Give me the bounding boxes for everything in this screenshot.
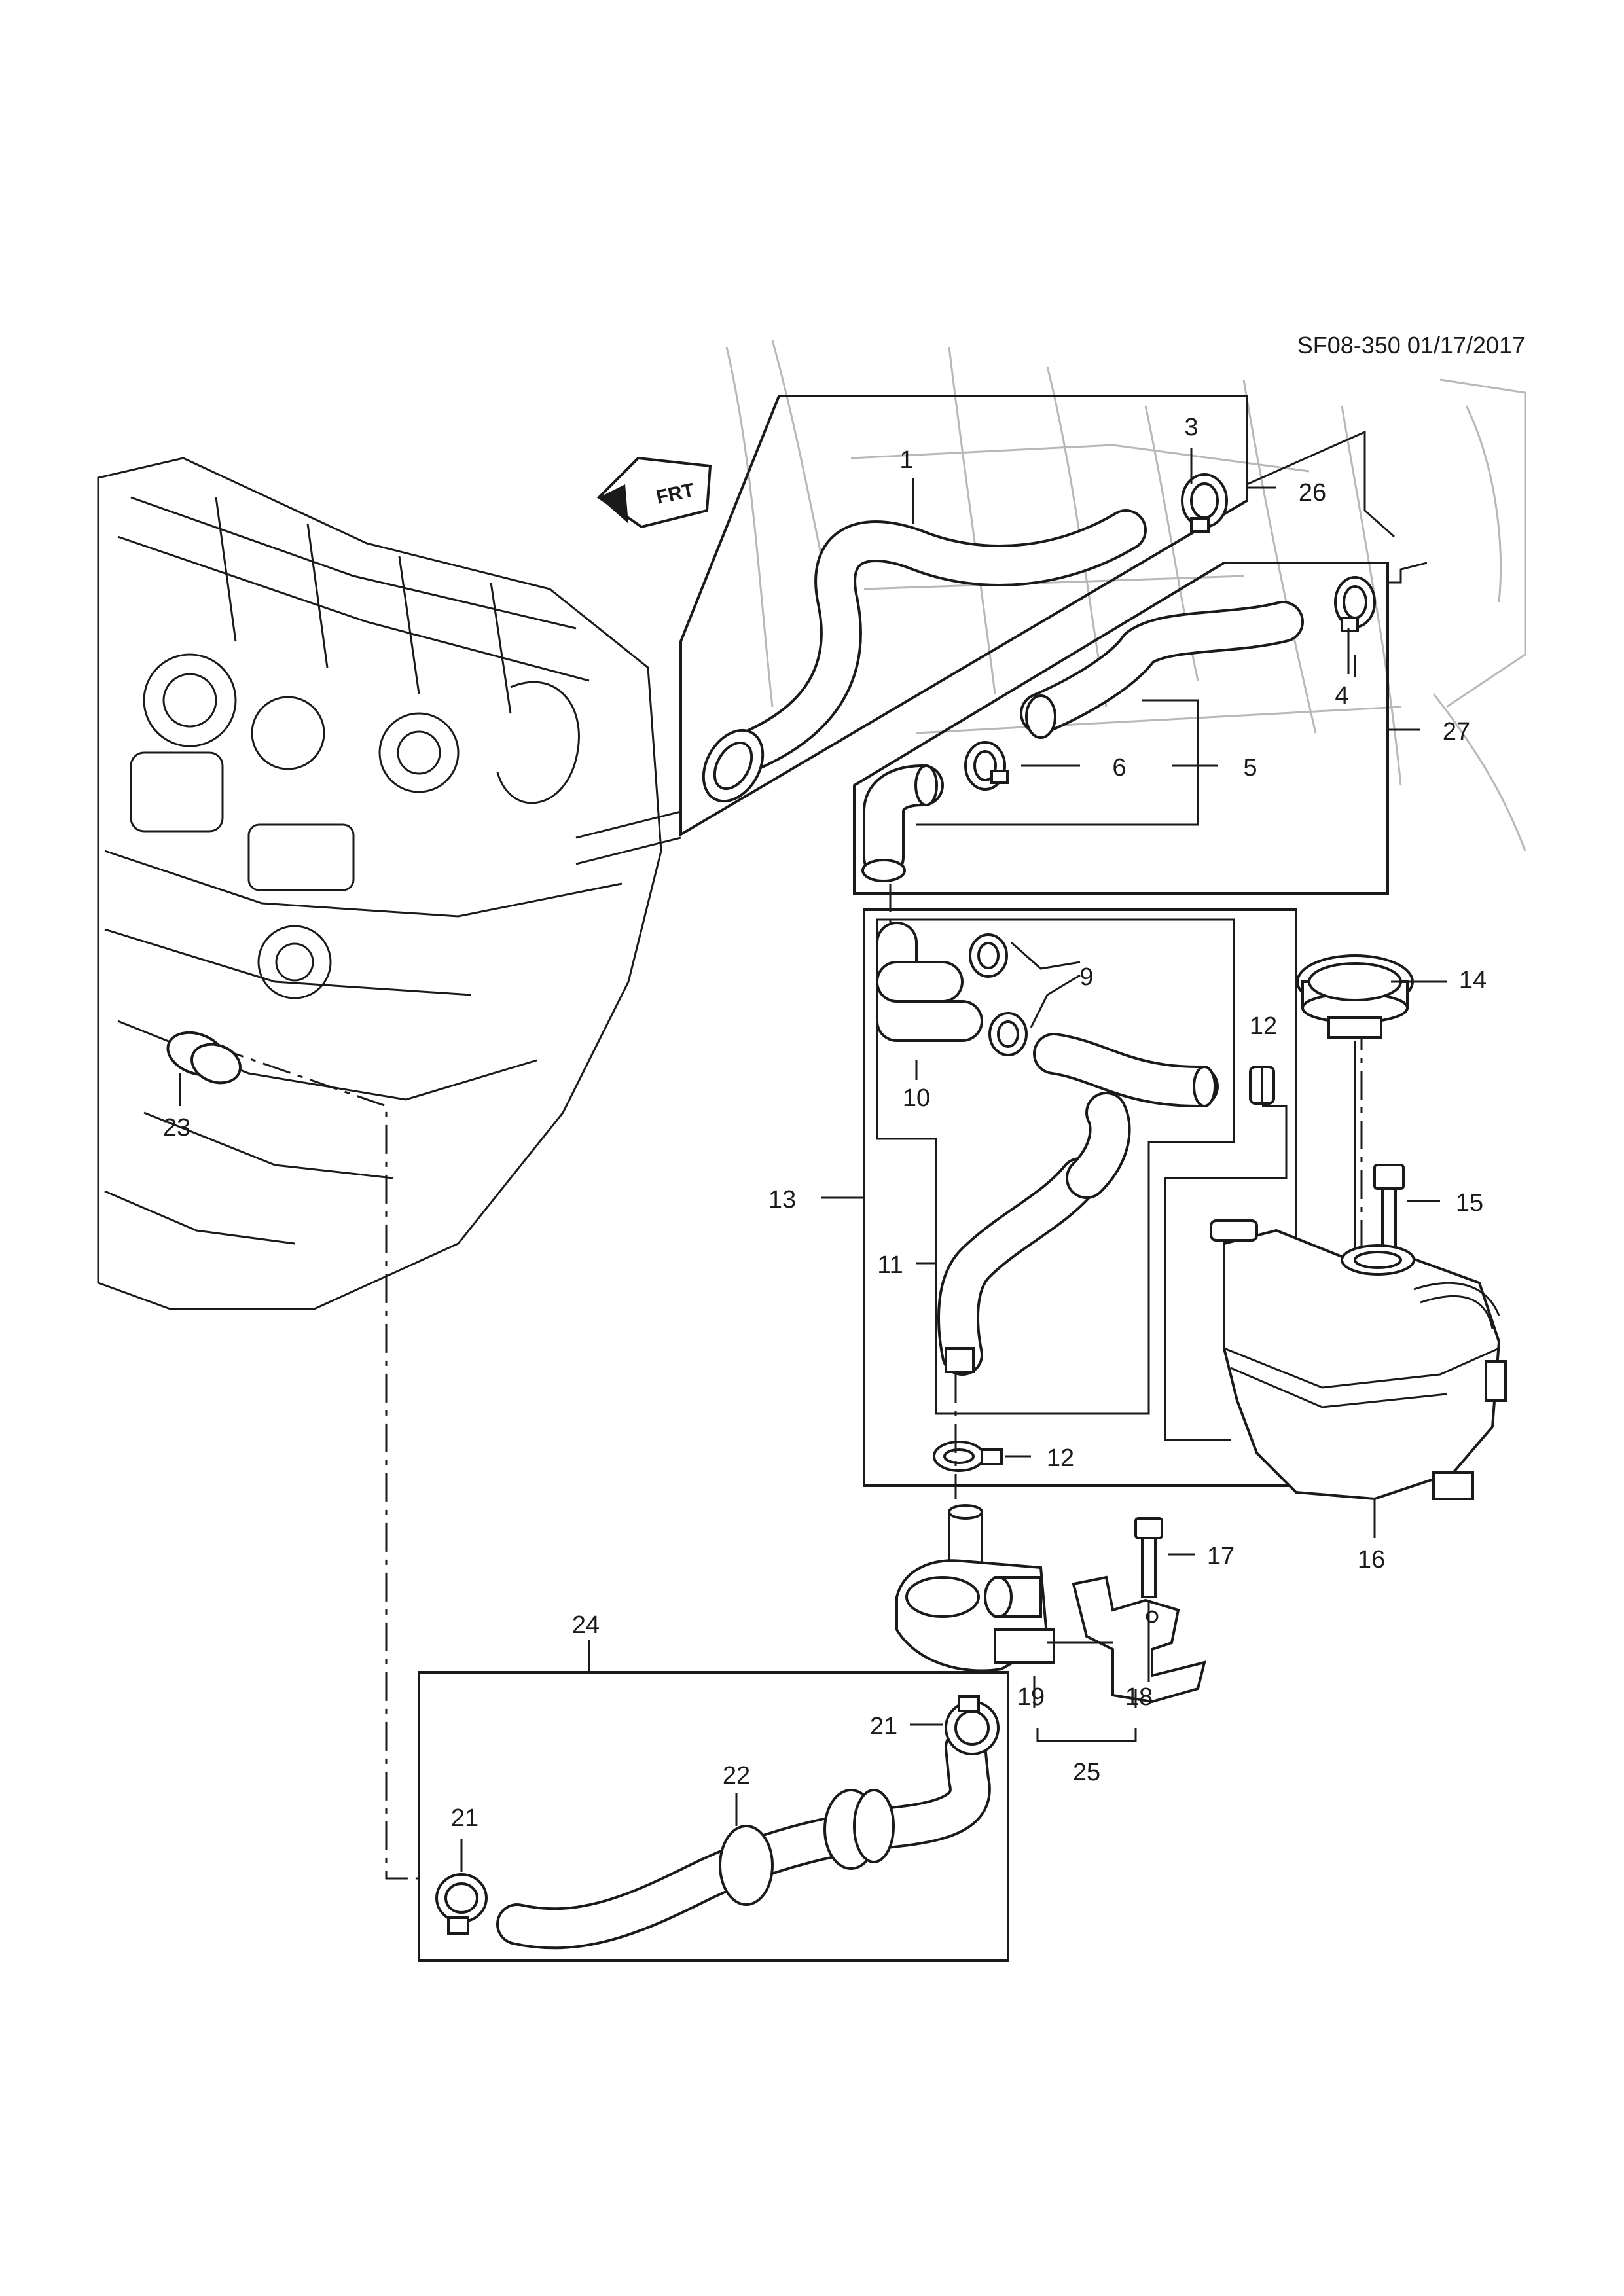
hose-clamp-9 [969, 933, 1028, 1056]
callout-5: 5 [1243, 754, 1257, 781]
hose-clamp-21-left [435, 1873, 488, 1935]
hose-5 [1020, 601, 1304, 739]
hose-coupler-23 [166, 1031, 242, 1085]
pump-bracket-18 [1072, 1575, 1206, 1704]
callout-19: 19 [1017, 1683, 1045, 1711]
callout-16: 16 [1358, 1546, 1385, 1573]
callout-21-right: 21 [870, 1713, 897, 1740]
bolt-17 [1134, 1517, 1163, 1598]
callout-21-left: 21 [451, 1804, 478, 1832]
reservoir-cap-14 [1296, 954, 1414, 1039]
callout-9: 9 [1079, 963, 1093, 991]
callout-14: 14 [1459, 967, 1487, 994]
electric-water-pump-19 [895, 1504, 1055, 1672]
assembly-box-11-outline [876, 918, 1235, 1415]
hose-clamp-6 [964, 741, 1009, 791]
hose-clamp-21-right [945, 1695, 1000, 1755]
callout-22: 22 [723, 1762, 750, 1789]
callout-27: 27 [1443, 718, 1470, 745]
hose-section-11-upper [1033, 1033, 1219, 1107]
callout-4: 4 [1335, 682, 1348, 709]
callout-11: 11 [877, 1251, 903, 1279]
hose-clamp-4 [1334, 576, 1376, 632]
assembly-box-26 [679, 395, 1248, 837]
assembly-box-24 [418, 1671, 1009, 1962]
callout-12-lower: 12 [1047, 1444, 1074, 1472]
callout-18: 18 [1125, 1683, 1153, 1711]
hose-clamp-12-lower [933, 1441, 1003, 1472]
assembly-box-27 [853, 562, 1389, 895]
coolant-reservoir-16 [1210, 1219, 1507, 1501]
hose-11 [937, 1092, 1131, 1376]
hose-1 [702, 509, 1147, 803]
hose-clamp-3 [1181, 473, 1228, 533]
callout-17: 17 [1207, 1543, 1235, 1570]
callout-23: 23 [163, 1114, 190, 1141]
front-direction-arrow-icon: FRT [596, 456, 712, 529]
callout-26: 26 [1299, 479, 1326, 507]
callout-25: 25 [1073, 1759, 1100, 1786]
callout-12-upper: 12 [1250, 1013, 1277, 1040]
callout-24: 24 [572, 1611, 600, 1639]
hose-22 [496, 1727, 991, 1950]
callout-13: 13 [768, 1186, 796, 1213]
callout-15: 15 [1456, 1189, 1483, 1217]
callout-10: 10 [903, 1085, 930, 1112]
elbow-fitting [861, 764, 944, 882]
hose-clamp-12-upper [1249, 1066, 1275, 1105]
callout-1: 1 [899, 446, 913, 474]
diagram-code: SF08-350 01/17/2017 [1297, 332, 1525, 359]
callout-6: 6 [1112, 754, 1126, 781]
tee-fitting-10 [876, 922, 983, 1042]
callout-3: 3 [1184, 414, 1198, 441]
engine-block-illustration [97, 457, 681, 1310]
